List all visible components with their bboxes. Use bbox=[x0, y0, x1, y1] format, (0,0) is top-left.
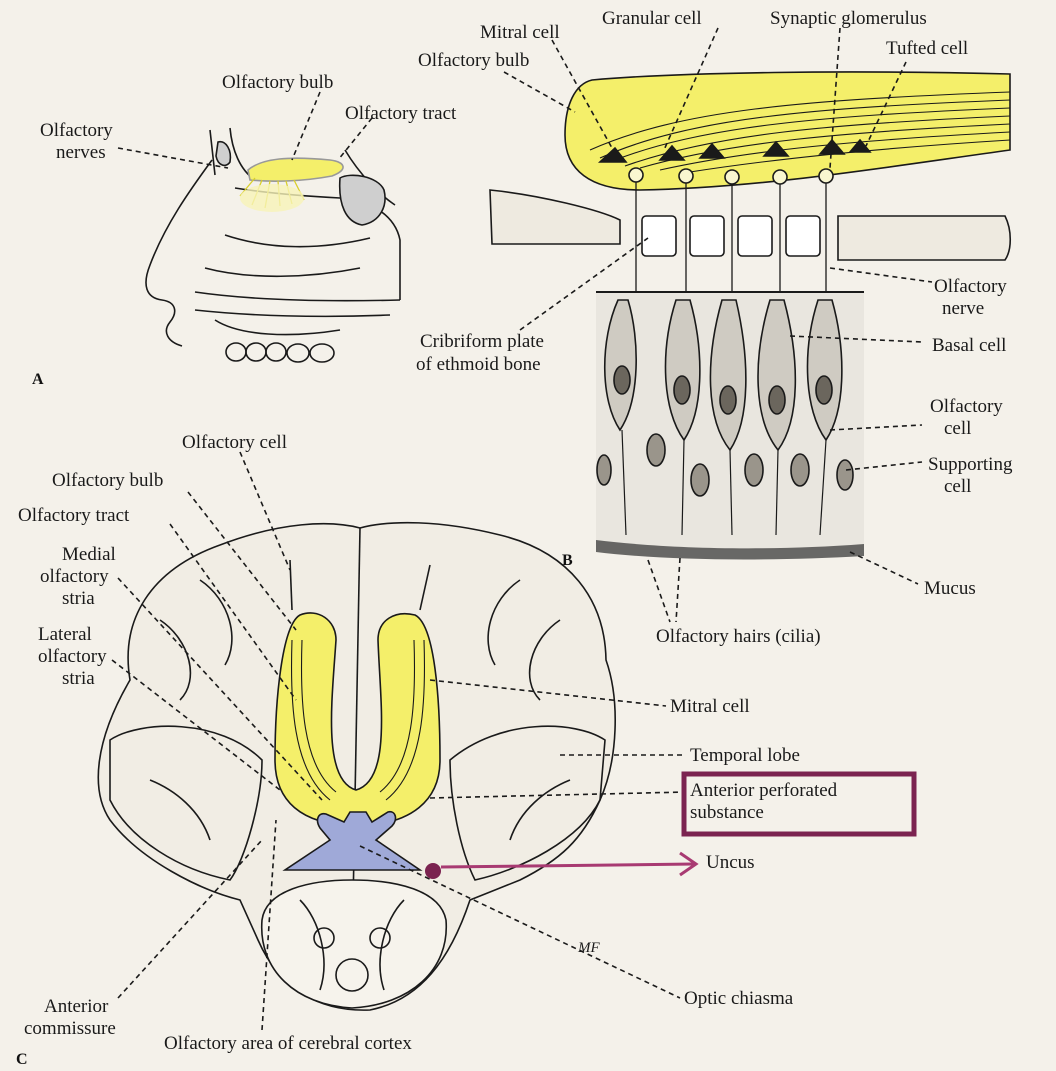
label-c-lateral-2: olfactory bbox=[38, 646, 107, 667]
panel-label-c: C bbox=[16, 1051, 28, 1069]
leader-b-mucus bbox=[850, 552, 918, 584]
label-a-olfactory-nerves-2: nerves bbox=[56, 142, 106, 163]
label-c-olfactory-bulb: Olfactory bulb bbox=[52, 470, 163, 491]
label-c-medial-1: Medial bbox=[62, 544, 116, 565]
leader-a-nerves bbox=[118, 148, 228, 168]
label-c-mitral-cell: Mitral cell bbox=[670, 696, 750, 717]
label-b-mucus: Mucus bbox=[924, 578, 976, 599]
cribriform-plate-right bbox=[838, 216, 1010, 260]
olfactory-bulb-a bbox=[248, 158, 343, 181]
leader-a-bulb bbox=[292, 92, 320, 160]
leader-b-hairs bbox=[648, 558, 680, 622]
label-b-granular-cell: Granular cell bbox=[602, 8, 702, 29]
label-b-tufted-cell: Tufted cell bbox=[886, 38, 968, 59]
nasal-concha-2 bbox=[205, 268, 360, 276]
leader-a-tract bbox=[338, 118, 372, 160]
teeth-row bbox=[226, 343, 334, 362]
label-c-lateral-3: stria bbox=[62, 668, 95, 689]
label-b-synaptic-glomerulus: Synaptic glomerulus bbox=[770, 8, 927, 29]
brainstem bbox=[262, 880, 447, 1008]
palate bbox=[195, 292, 400, 316]
label-c-anterior-perforated-2: substance bbox=[690, 802, 764, 823]
label-b-supporting-cell-1: Supporting bbox=[928, 454, 1012, 475]
sphenoid-sinus bbox=[340, 175, 385, 225]
label-c-optic-chiasma: Optic chiasma bbox=[684, 988, 793, 1009]
label-c-olfactory-tract: Olfactory tract bbox=[18, 505, 129, 526]
nose-profile bbox=[146, 160, 212, 346]
cribriform-foramina bbox=[642, 216, 820, 256]
label-c-olfactory-area: Olfactory area of cerebral cortex bbox=[164, 1033, 412, 1054]
label-b-cribriform-2: of ethmoid bone bbox=[416, 354, 541, 375]
label-c-uncus: Uncus bbox=[706, 852, 755, 873]
jaw-line bbox=[215, 320, 340, 335]
label-a-olfactory-tract: Olfactory tract bbox=[345, 103, 456, 124]
label-b-cribriform-1: Cribriform plate bbox=[420, 331, 544, 352]
label-b-olfactory-cell-2: cell bbox=[944, 418, 971, 439]
label-c-temporal-lobe: Temporal lobe bbox=[690, 745, 800, 766]
nasal-concha-1 bbox=[225, 235, 370, 247]
label-a-olfactory-bulb: Olfactory bulb bbox=[222, 72, 333, 93]
leader-b-nerve bbox=[830, 268, 932, 282]
label-b-basal-cell: Basal cell bbox=[932, 335, 1006, 356]
label-c-lateral-1: Lateral bbox=[38, 624, 92, 645]
cribriform-plate-left bbox=[490, 190, 620, 244]
label-b-mitral-cell: Mitral cell bbox=[480, 22, 560, 43]
label-c-medial-3: stria bbox=[62, 588, 95, 609]
label-b-olfactory-hairs: Olfactory hairs (cilia) bbox=[656, 626, 821, 647]
ethmoid-region bbox=[240, 184, 304, 212]
leader-b-bulb bbox=[504, 72, 575, 112]
panel-b-drawing bbox=[490, 28, 1010, 622]
label-c-anterior-commissure-1: Anterior bbox=[44, 996, 108, 1017]
label-c-medial-2: olfactory bbox=[40, 566, 109, 587]
label-c-anterior-perforated-1: Anterior perforated bbox=[690, 780, 837, 801]
label-c-anterior-commissure-2: commissure bbox=[24, 1018, 116, 1039]
label-b-supporting-cell-2: cell bbox=[944, 476, 971, 497]
label-c-olfactory-cell: Olfactory cell bbox=[182, 432, 287, 453]
label-c-signature: MF bbox=[578, 938, 600, 959]
label-b-olfactory-nerve-2: nerve bbox=[942, 298, 984, 319]
label-b-olfactory-bulb: Olfactory bulb bbox=[418, 50, 529, 71]
uncus-marker-dot bbox=[425, 863, 441, 879]
panel-a-drawing bbox=[118, 92, 400, 362]
frontal-sinus bbox=[216, 142, 230, 166]
panel-label-a: A bbox=[32, 371, 44, 389]
label-a-olfactory-nerves-1: Olfactory bbox=[40, 120, 113, 141]
panel-label-b: B bbox=[562, 552, 573, 570]
label-b-olfactory-cell-1: Olfactory bbox=[930, 396, 1003, 417]
label-b-olfactory-nerve-1: Olfactory bbox=[934, 276, 1007, 297]
